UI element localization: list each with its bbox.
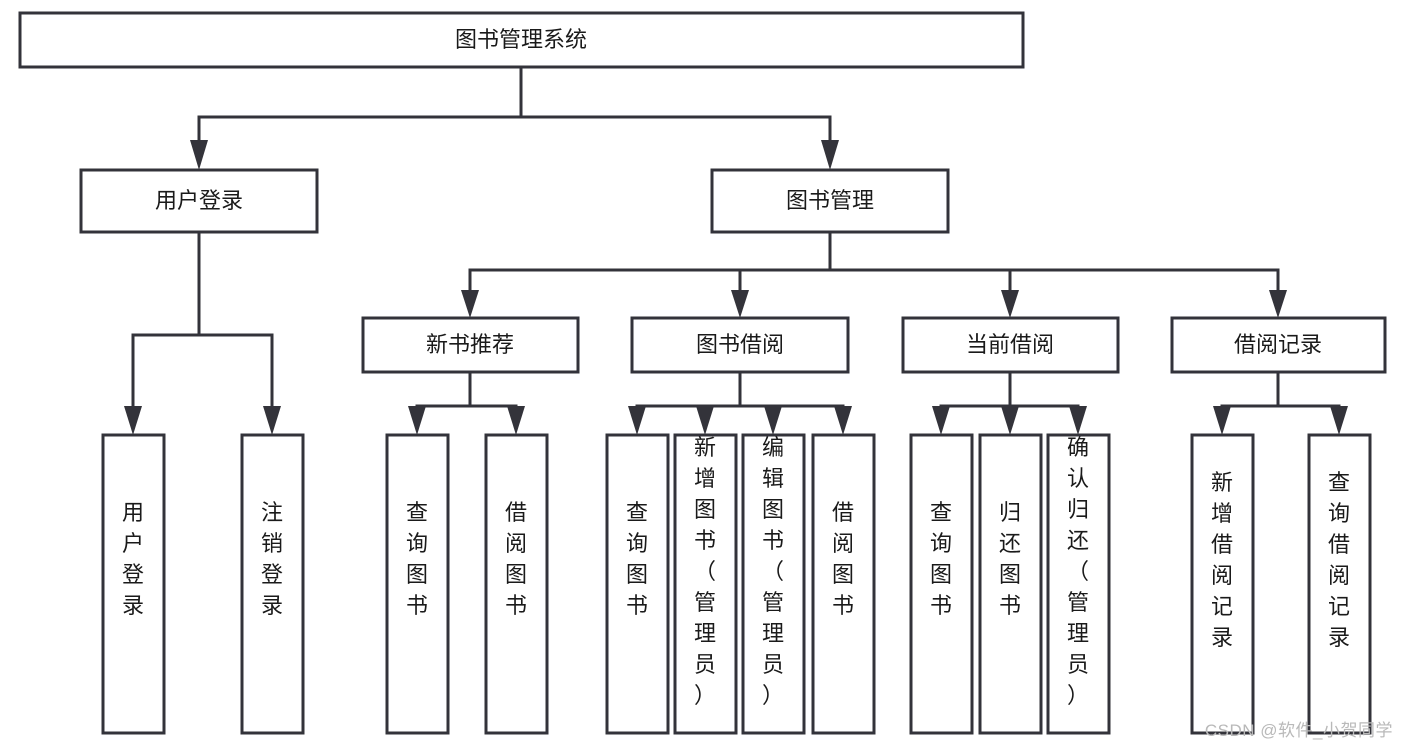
leaf-new-book-0-box[interactable] (385, 433, 450, 735)
leaf-borrow-record-0[interactable]: 新增借阅记录 (1190, 433, 1255, 735)
leaf-current-borrow-1[interactable]: 归还图书 (978, 433, 1043, 735)
node-new-book-recommend[interactable]: 新书推荐 (361, 316, 580, 374)
node-book-borrow[interactable]: 图书借阅 (630, 316, 850, 374)
arrow-head-new-book-leaf-1 (507, 406, 525, 435)
leaf-book-borrow-2-box[interactable] (741, 433, 806, 735)
connector-layer (124, 65, 1348, 435)
leaf-current-borrow-2-box[interactable] (1046, 433, 1111, 735)
arrow-head-book-borrow-leaf-1 (696, 406, 714, 435)
node-book-management-label: 图书管理 (786, 188, 874, 213)
leaf-current-borrow-0-label: 查询图书 (930, 500, 952, 618)
leaf-book-borrow-1-box[interactable] (673, 433, 738, 735)
leaf-new-book-1-label: 借阅图书 (505, 500, 527, 618)
leaf-current-borrow-2[interactable]: 确认归还（管理员） (1046, 433, 1111, 735)
arrow-head-book-borrow (731, 290, 749, 318)
leaf-current-borrow-2-label: 确认归还（管理员） (1067, 435, 1089, 708)
leaf-user-login-1[interactable]: 注销登录 (240, 433, 305, 735)
leaf-current-borrow-0-box[interactable] (909, 433, 974, 735)
node-root[interactable]: 图书管理系统 (18, 11, 1025, 69)
leaf-book-borrow-3-box[interactable] (811, 433, 876, 735)
arrow-head-current-borrow (1001, 290, 1019, 318)
leaf-book-borrow-2-label: 编辑图书（管理员） (762, 435, 784, 708)
leaf-new-book-0[interactable]: 查询图书 (385, 433, 450, 735)
leaf-borrow-record-0-label: 新增借阅记录 (1211, 470, 1233, 650)
leaf-new-book-1-box[interactable] (484, 433, 549, 735)
arrow-head-book-borrow-leaf-0 (628, 406, 646, 435)
leaf-new-book-1[interactable]: 借阅图书 (484, 433, 549, 735)
leaf-book-borrow-0-label: 查询图书 (626, 500, 648, 618)
leaf-new-book-0-label: 查询图书 (406, 500, 428, 618)
arrow-head-current-borrow-leaf-1 (1001, 406, 1019, 435)
node-new-book-recommend-label: 新书推荐 (426, 332, 514, 357)
node-root-label: 图书管理系统 (455, 27, 587, 52)
arrow-head-current-borrow-leaf-2 (1069, 406, 1087, 435)
leaf-book-borrow-0[interactable]: 查询图书 (605, 433, 670, 735)
arrow-head-new-book (461, 290, 479, 318)
node-current-borrow[interactable]: 当前借阅 (901, 316, 1120, 374)
leaf-book-borrow-3[interactable]: 借阅图书 (811, 433, 876, 735)
node-current-borrow-label: 当前借阅 (966, 332, 1054, 357)
arrow-head-book-mgmt (821, 140, 839, 170)
leaf-current-borrow-1-label: 归还图书 (999, 500, 1021, 618)
node-borrow-record-label: 借阅记录 (1234, 332, 1322, 357)
arrow-head-current-borrow-leaf-0 (932, 406, 950, 435)
node-user-login-label: 用户登录 (155, 188, 243, 213)
leaf-borrow-record-1[interactable]: 查询借阅记录 (1307, 433, 1372, 735)
leaf-borrow-record-1-box[interactable] (1307, 433, 1372, 735)
node-book-management[interactable]: 图书管理 (710, 168, 950, 234)
leaf-user-login-1-label: 注销登录 (261, 500, 283, 618)
leaf-book-borrow-1[interactable]: 新增图书（管理员） (673, 433, 738, 735)
leaf-book-borrow-1-label: 新增图书（管理员） (694, 435, 716, 708)
node-borrow-record[interactable]: 借阅记录 (1170, 316, 1387, 374)
node-user-login[interactable]: 用户登录 (79, 168, 319, 234)
leaf-user-login-0-label: 用户登录 (122, 500, 144, 618)
leaf-borrow-record-0-box[interactable] (1190, 433, 1255, 735)
arrow-head-user-login (190, 140, 208, 170)
leaf-book-borrow-2[interactable]: 编辑图书（管理员） (741, 433, 806, 735)
arrow-head-book-borrow-leaf-2 (764, 406, 782, 435)
leaf-book-borrow-3-label: 借阅图书 (832, 500, 854, 618)
arrow-head-user-login-leaf-1 (263, 406, 281, 435)
leaf-current-borrow-0[interactable]: 查询图书 (909, 433, 974, 735)
arrow-head-borrow-record (1269, 290, 1287, 318)
leaf-user-login-0-box[interactable] (101, 433, 166, 735)
node-book-management-box[interactable] (710, 168, 950, 234)
node-book-borrow-box[interactable] (630, 316, 850, 374)
node-book-borrow-label: 图书借阅 (696, 332, 784, 357)
arrow-head-borrow-record-leaf-0 (1213, 406, 1231, 435)
leaf-current-borrow-1-box[interactable] (978, 433, 1043, 735)
node-borrow-record-box[interactable] (1170, 316, 1387, 374)
leaf-user-login-1-box[interactable] (240, 433, 305, 735)
arrow-head-book-borrow-leaf-3 (834, 406, 852, 435)
node-current-borrow-box[interactable] (901, 316, 1120, 374)
arrow-head-new-book-leaf-0 (408, 406, 426, 435)
leaf-user-login-0[interactable]: 用户登录 (101, 433, 166, 735)
node-new-book-recommend-box[interactable] (361, 316, 580, 374)
arrow-head-user-login-leaf-0 (124, 406, 142, 435)
arrow-head-borrow-record-leaf-1 (1330, 406, 1348, 435)
node-root-box[interactable] (18, 11, 1025, 69)
node-user-login-box[interactable] (79, 168, 319, 234)
leaf-borrow-record-1-label: 查询借阅记录 (1328, 470, 1350, 650)
leaf-book-borrow-0-box[interactable] (605, 433, 670, 735)
